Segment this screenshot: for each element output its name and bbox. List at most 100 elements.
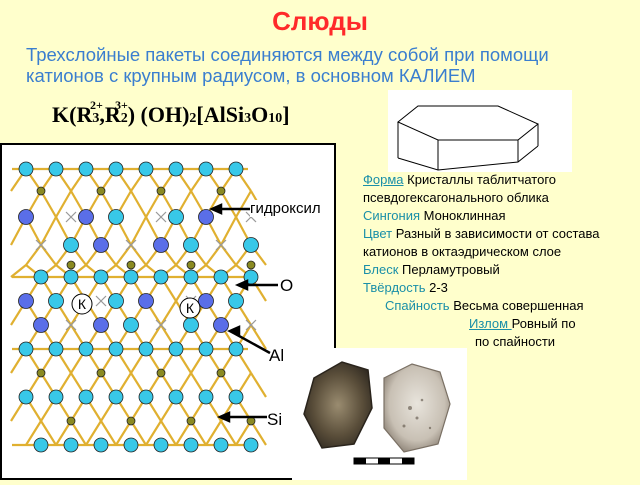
property-key: Сингония [363,208,420,223]
formula-sub: 3 [244,111,252,126]
oxygen-atom [213,269,229,285]
oxygen-atom [48,341,64,357]
oxygen-atom [168,341,184,357]
oxygen-atom [228,341,244,357]
formula-part: K(R [52,102,93,127]
property-key: Излом [469,316,512,331]
hydroxyl-atom [18,209,34,225]
hydroxyl-atom [228,293,244,309]
property-key: Твёрдость [363,280,426,295]
property-value: Перламутровый [402,262,500,277]
hydroxyl-atom [168,209,184,225]
oxygen-atom [228,389,244,405]
photo-svg [303,361,451,465]
oxygen-atom [138,341,154,357]
potassium-label: К [186,300,195,316]
oxygen-atom [63,437,79,453]
formula-part: O [251,102,269,127]
silicon-atom [96,368,106,378]
label-aluminum: Al [269,346,285,365]
oxygen-atom [243,437,259,453]
hydroxyl-atom [108,209,124,225]
oxygen-atom [108,341,124,357]
oxygen-atom [183,269,199,285]
hydroxyl-atom [93,317,109,333]
oxygen-atom [108,161,124,177]
silicon-atom [156,368,166,378]
silicon-atom [156,186,166,196]
hydroxyl-atom [33,317,49,333]
hydroxyl-atom [108,293,124,309]
hydroxyl-atom [18,293,34,309]
oxygen-atom [153,269,169,285]
hydroxyl-atom [48,293,64,309]
property-fracture-cont: по спайности [363,333,638,351]
property-syngony: Сингония Моноклинная [363,207,638,225]
formula-sub: 2 [189,111,197,126]
formula-part: ,R [99,102,121,127]
silicon-atom [246,260,256,270]
oxygen-atom [93,437,109,453]
silicon-atom [96,186,106,196]
property-value: Весьма совершенная [453,298,584,313]
prism-svg [397,105,539,171]
hydroxyl-atom [123,317,139,333]
oxygen-atom [213,437,229,453]
property-value: Кристаллы таблитчатого псевдогексагональ… [363,172,557,205]
hydroxyl-atom [138,293,154,309]
oxygen-atom [228,161,244,177]
property-cleavage: Спайность Весьма совершенная [363,297,638,315]
pointer-arrowhead [208,203,223,215]
label-hydroxyl: гидроксил [250,200,321,217]
oxygen-atom [183,437,199,453]
oxygen-atom [123,437,139,453]
oxygen-atom [108,389,124,405]
property-key: Блеск [363,262,399,277]
hydroxyl-atom [63,237,79,253]
charge-3plus: 3+ [115,98,128,112]
hydroxyl-atom [93,237,109,253]
label-oxygen: O [280,276,294,296]
formula-sub: 2 [120,111,128,126]
property-value: 2-3 [429,280,448,295]
oxygen-atom [138,389,154,405]
oxygen-atom [138,161,154,177]
formula-part: [AlSi [196,102,245,127]
oxygen-atom [18,389,34,405]
formula-part: ) (OH) [127,102,190,127]
mica-specimen-photo [292,348,467,480]
oxygen-atom [33,269,49,285]
slide-subtitle: Трехслойные пакеты соединяются между соб… [26,44,549,86]
property-form: Форма Кристаллы таблитчатого псевдогекса… [363,171,638,207]
silicon-atom [36,368,46,378]
oxygen-atom [48,161,64,177]
property-value: Разный в зависимости от состава катионов… [363,226,600,259]
oxygen-atom [123,269,139,285]
hydroxyl-atom [198,209,214,225]
oxygen-atom [153,437,169,453]
silicon-atom [66,260,76,270]
formula-sub: 10 [268,111,283,126]
property-value: Моноклинная [423,208,506,223]
light-mica-sheet [383,363,451,453]
hydroxyl-atom [198,293,214,309]
label-silicon: Si [267,410,283,430]
property-key: Цвет [363,226,393,241]
property-hardness: Твёрдость 2-3 [363,279,638,297]
oxygen-atom [18,341,34,357]
oxygen-atom [78,389,94,405]
oxygen-atom [93,269,109,285]
property-color: Цвет Разный в зависимости от состава кат… [363,225,638,261]
oxygen-atom [168,161,184,177]
oxygen-atom [78,341,94,357]
charge-2plus: 2+ [90,98,103,112]
oxygen-atom [78,161,94,177]
property-value: по спайности [475,334,556,349]
formula-sub: 3 [92,111,100,126]
silicon-atom [186,260,196,270]
potassium-ion [179,297,201,319]
silicon-atom [216,186,226,196]
silicon-atom [216,368,226,378]
chemical-formula: K(R3,R2) (OH)2[AlSi3O10] [52,102,290,128]
